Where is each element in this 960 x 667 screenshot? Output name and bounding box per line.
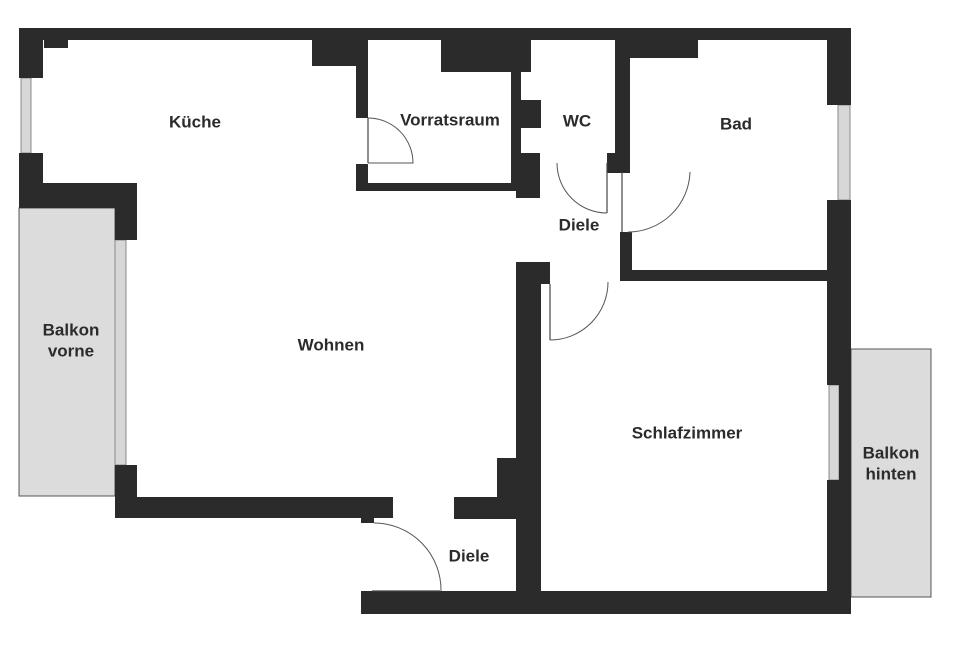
label-kueche: Küche [169,112,221,131]
wall-pantry-left [356,40,368,118]
wall-living-bottom [115,497,393,518]
label-diele-lower: Diele [449,546,490,565]
wall-pantry-wc [511,40,521,190]
wall-right-upper [827,28,851,105]
label-balkon-vorne-line1: Balkon [43,320,100,339]
balcony-back [850,348,932,598]
label-diele-upper: Diele [559,215,600,234]
window-kitchen [20,77,32,154]
wall-pantry-bottom [356,183,520,191]
label-wohnen: Wohnen [298,335,365,354]
label-schlafzimmer: Schlafzimmer [632,423,743,442]
wall-hall-bedroom [516,262,541,592]
label-bad: Bad [720,114,752,133]
doors [367,117,691,592]
label-balkon-vorne-line2: vorne [48,341,94,360]
wall-bottom [361,591,851,614]
window-living [114,239,127,466]
wall-wc-bath [615,40,630,172]
window-bath [837,104,851,201]
label-balkon-hinten-line1: Balkon [863,443,920,462]
wall-bath-bedroom [620,270,850,281]
walls [19,28,851,614]
label-vorratsraum: Vorratsraum [400,110,500,129]
balcony-front [18,207,116,497]
wall-left-upper [19,28,43,78]
label-wc: WC [563,111,591,130]
window-bedroom [828,384,840,481]
wall-top [19,28,851,40]
label-balkon-hinten-line2: hinten [866,464,917,483]
